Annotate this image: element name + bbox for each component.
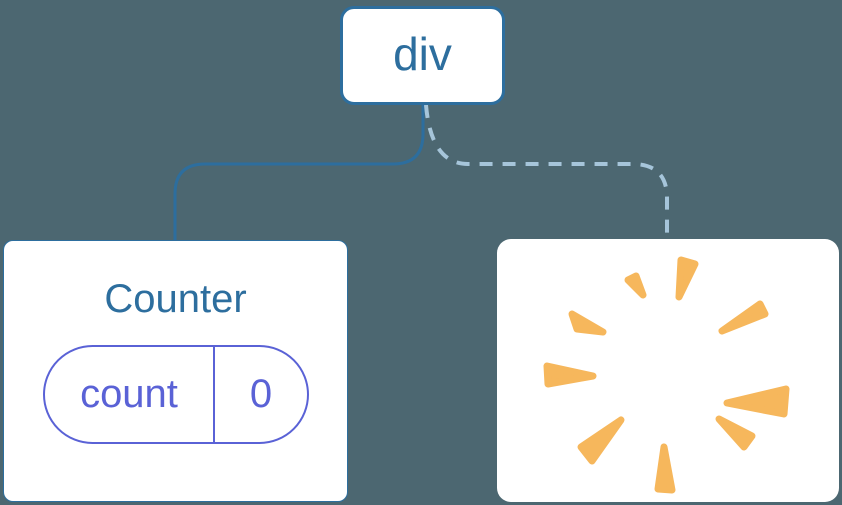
state-pill: count 0 [42,345,309,444]
counter-card: Counter count 0 [3,240,348,502]
poof-ray [577,416,625,465]
poof-ray [568,310,607,336]
poof-ray [715,415,756,451]
poof-ray [723,385,790,418]
edge-solid-line [173,104,425,241]
state-value: 0 [213,347,306,442]
removed-card [497,239,839,502]
edge-dashed-line [424,104,669,238]
state-key-label: count [80,372,178,416]
root-node-label: div [393,27,452,80]
poof-ray [624,272,647,299]
counter-card-title: Counter [104,277,247,321]
poof-starburst-icon [543,256,790,494]
poof-ray [543,362,597,388]
poof-ray [675,256,699,301]
poof-ray [718,300,769,335]
root-node-div: div [340,6,505,105]
poof-ray [654,443,676,494]
